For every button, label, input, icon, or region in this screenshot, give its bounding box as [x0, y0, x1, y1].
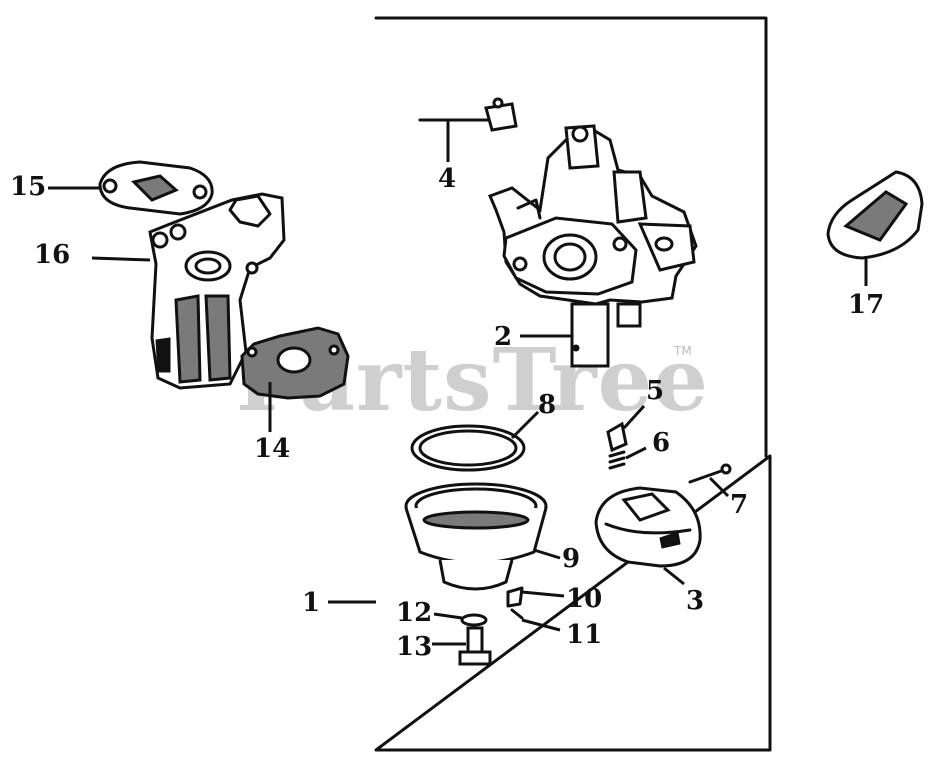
callout-7: 7	[730, 490, 749, 520]
watermark-trademark: TM	[674, 344, 692, 358]
part-16-insulator	[148, 192, 286, 390]
callout-11: 11	[566, 620, 603, 650]
callout-2: 2	[494, 322, 513, 352]
callout-17: 17	[848, 290, 885, 320]
leader-7	[708, 476, 730, 498]
callout-10: 10	[566, 584, 603, 614]
callout-8: 8	[538, 390, 557, 420]
callout-15: 15	[10, 172, 47, 202]
callout-6: 6	[652, 428, 671, 458]
part-14-gasket	[240, 326, 350, 400]
callout-14: 14	[254, 434, 291, 464]
callout-12: 12	[396, 598, 433, 628]
leader-5	[622, 404, 646, 430]
leader-6	[625, 446, 647, 460]
part-15-gasket-plate	[98, 160, 214, 216]
callout-16: 16	[34, 240, 71, 270]
callout-3: 3	[686, 586, 705, 616]
leader-10	[521, 590, 565, 598]
leader-12	[433, 612, 463, 620]
part-3-float	[594, 486, 702, 568]
part-13-drain-bolt	[458, 626, 492, 666]
assembly-frame	[374, 16, 772, 752]
part-5-pilot-screw	[606, 421, 628, 453]
callout-13: 13	[396, 632, 433, 662]
callout-5: 5	[646, 376, 665, 406]
part-4-choke-shaft	[418, 97, 518, 154]
leader-9	[533, 548, 561, 560]
part-2-carburetor-body	[487, 124, 698, 368]
leader-3	[663, 566, 685, 586]
leader-11	[521, 618, 561, 632]
callout-1: 1	[302, 588, 321, 618]
part-9-float-bowl	[404, 482, 548, 591]
part-8-bowl-gasket	[410, 424, 526, 472]
leader-8	[510, 410, 540, 440]
part-7-float-pin	[688, 463, 732, 484]
leader-16	[91, 256, 151, 262]
callout-9: 9	[562, 544, 581, 574]
part-11-valve-clip	[510, 608, 524, 620]
part-12-washer	[460, 613, 488, 627]
part-10-float-valve	[506, 586, 524, 608]
part-17-air-filter	[826, 170, 924, 260]
part-6-pilot-spring	[608, 450, 626, 470]
callout-4: 4	[438, 164, 457, 194]
